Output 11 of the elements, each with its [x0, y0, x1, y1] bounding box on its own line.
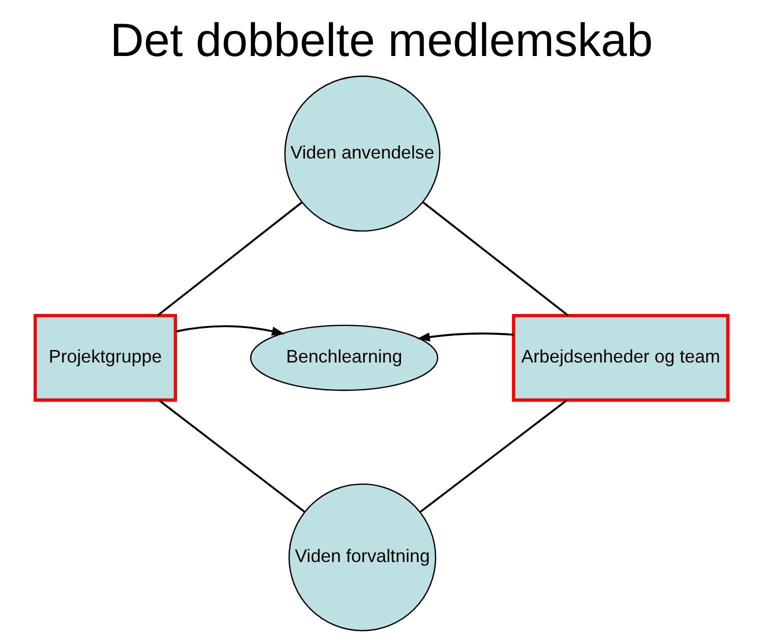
arrow [176, 325, 285, 336]
connector [419, 400, 568, 513]
node-box: Arbejdsenheder og team [512, 314, 730, 402]
node-circle: Viden forvaltning [288, 484, 436, 632]
connector [422, 202, 569, 316]
diagram-title: Det dobbelte medlemskab [110, 14, 653, 66]
arrow [416, 332, 514, 342]
node-circle: Viden anvendelse [284, 76, 440, 232]
connector [158, 400, 306, 513]
node-box: Projektgruppe [34, 314, 178, 402]
connector [157, 202, 302, 316]
